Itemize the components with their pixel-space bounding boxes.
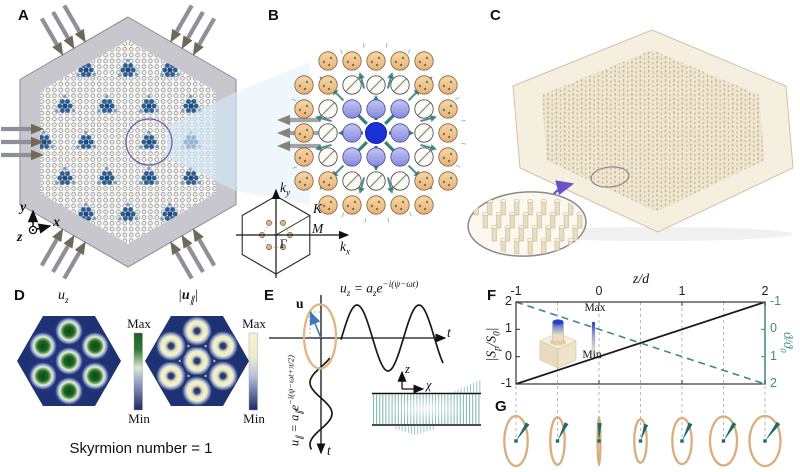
needle [557, 422, 569, 441]
inset-colorbar [591, 321, 596, 357]
uz-waveform [340, 304, 444, 372]
upar-formula: u∥ = a∥e−i(ψ−ωt+π/2) [285, 355, 305, 447]
panel-label-f: F [487, 287, 497, 304]
needle [682, 422, 693, 441]
uz-cb-min: Min [128, 411, 150, 426]
f-top-tick: 2 [761, 284, 769, 298]
highlight-circle [125, 118, 173, 166]
panel-label-g: G [495, 398, 507, 415]
uz-formula: uz = aze−i(ψ−ωt) [340, 279, 419, 299]
zoom-beam-bridge [236, 62, 310, 205]
polarization-ellipse-g [549, 416, 566, 466]
unit-cell-pillar [552, 321, 564, 343]
panel-g-ellipses [503, 414, 782, 468]
f-right-tick: 0 [770, 321, 777, 336]
upar-cb-min: Min [243, 411, 265, 426]
brillouin-zone-inset [236, 188, 350, 278]
needle [516, 422, 530, 441]
uz-map-title: uz [58, 288, 69, 306]
u-vector-label: u [296, 296, 304, 311]
panel-d-heatmaps [17, 316, 258, 411]
f-xaxis-label: z/d [632, 272, 650, 287]
polarization-ellipse-g [503, 414, 529, 468]
dirac-points [259, 219, 293, 251]
uz-cb-max: Max [127, 316, 151, 331]
f-top-tick: -1 [510, 284, 522, 298]
polarization-ellipse [302, 303, 338, 370]
polarization-ellipse-g [633, 418, 648, 464]
f-top-tick: 0 [595, 284, 603, 298]
a-axis-y-label: y [20, 200, 27, 215]
upar-colorbar [248, 332, 258, 411]
upar-map-title: |u∥| [178, 288, 199, 306]
zoom-region-ellipse [590, 166, 630, 188]
polarization-ellipse-g [708, 415, 739, 467]
xyz-axes [27, 209, 52, 235]
ky-label: ky [280, 180, 291, 198]
a-axis-x-label: x [53, 215, 60, 230]
f-inset-min: Min [582, 349, 602, 361]
plate-cross-section [372, 379, 481, 435]
f-inset-max: Max [584, 302, 606, 314]
needle [765, 421, 781, 441]
panel-label-c: C [490, 7, 501, 24]
panel-a-lattice [1, 3, 320, 281]
f-left-tick: 1 [505, 321, 512, 336]
panel-label-e: E [264, 287, 275, 304]
k-point-label: K [313, 201, 323, 216]
panel-label-b: B [268, 7, 279, 24]
f-left-tick: 0 [505, 348, 512, 363]
displacement-vector [309, 311, 322, 339]
m-point-label: M [312, 221, 324, 236]
panel-e-polarization [269, 295, 481, 455]
upar-cb-max: Max [242, 316, 266, 331]
gamma-k-path [275, 215, 311, 236]
needle [640, 423, 649, 441]
needle [723, 422, 737, 441]
f-right-tick: -1 [770, 294, 782, 308]
f-left-tick: 2 [505, 294, 512, 308]
upar-waveform [309, 357, 333, 450]
gamma-label: Γ [280, 237, 288, 251]
honeycomb-lattice [40, 40, 216, 244]
a-axis-z-label: z [17, 230, 23, 245]
panel-c-pillar-plate [467, 29, 794, 257]
kx-label: kx [340, 239, 351, 257]
f-top-tick: 1 [678, 284, 686, 298]
t-label-horizontal: t [447, 325, 451, 340]
uz-colorbar [133, 332, 143, 411]
f-right-tick: 1 [770, 348, 777, 363]
panel-label-a: A [18, 7, 29, 24]
zoom-beam-inner [167, 92, 236, 191]
needle [597, 422, 602, 441]
t-label-vertical: t [327, 443, 331, 458]
panel-b-zoom-lattice [286, 43, 466, 223]
panel-f-inset [539, 319, 596, 369]
polarization-ellipse-g [748, 414, 782, 468]
f-left-tick: -1 [500, 376, 512, 390]
pillar-array [541, 50, 765, 212]
skyrmion-caption: Skyrmion number = 1 [69, 440, 213, 457]
polarization-ellipse-g [671, 416, 693, 466]
inset-z-label: z [405, 362, 410, 376]
panel-label-d: D [14, 287, 25, 304]
f-right-tick: 2 [770, 376, 777, 390]
inset-chi-label: χ [426, 378, 432, 392]
